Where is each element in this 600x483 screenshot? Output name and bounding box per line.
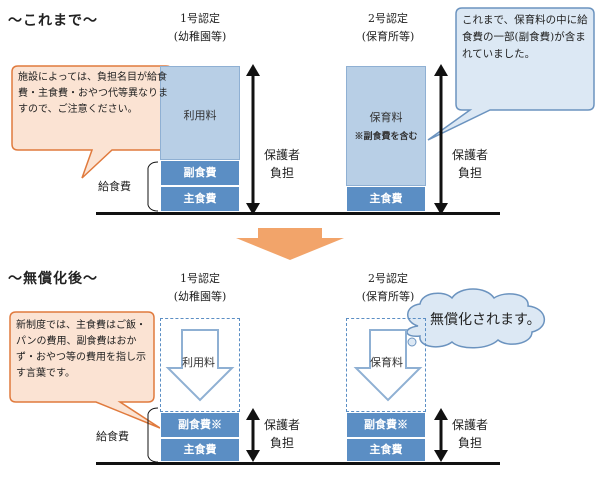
top-col1-usage-label: 利用料 xyxy=(183,109,217,122)
bottom-col1-dashed-box xyxy=(160,318,240,412)
bottom-col1-usage-label: 利用料 xyxy=(182,356,215,369)
bottom-guardian-label-2a: 保護者 xyxy=(452,418,489,432)
bottom-col2-usage-label: 保育料 xyxy=(370,356,403,369)
hollow-arrow-2 xyxy=(353,329,423,402)
bottom-callout-left-text: 新制度では、主食費はご飯・パンの費用、副食費はおかず・おやつ等の費用を指し示す言… xyxy=(16,320,146,379)
transition-arrow xyxy=(236,228,344,260)
cloud-callout-shape xyxy=(406,288,545,349)
bottom-col1-title: 1号認定 xyxy=(180,272,220,285)
callout-left-bottom-shape xyxy=(9,311,161,429)
top-col2-usage-bar: 保育料 ※副食費を含む xyxy=(346,66,426,186)
bottom-guardian-label-2b: 負担 xyxy=(458,436,483,450)
top-col1-side-food: 副食費 xyxy=(160,160,240,186)
bottom-col1-sub: (幼稚園等) xyxy=(173,290,227,303)
top-guardian-label-2a: 保護者 xyxy=(452,148,489,162)
bottom-col2-main-food: 主食費 xyxy=(346,438,426,462)
top-col1-title: 1号認定 xyxy=(180,12,220,25)
top-col1-sub: (幼稚園等) xyxy=(173,30,227,43)
top-callout-left-text: 施設によっては、負担名目が給食費・主食費・おやつ代等異なりますので、ご注意くださ… xyxy=(18,72,168,115)
top-guardian-label-2b: 負担 xyxy=(458,166,483,180)
bottom-col2-title: 2号認定 xyxy=(368,272,408,285)
top-baseline xyxy=(96,212,500,215)
bottom-guardian-label-1b: 負担 xyxy=(270,436,295,450)
top-guardian-label-1a: 保護者 xyxy=(264,148,301,162)
bottom-col1-main-food: 主食費 xyxy=(160,438,240,462)
top-col2-usage-label: 保育料 xyxy=(369,111,403,124)
top-kyushoku-label: 給食費 xyxy=(98,180,131,193)
hollow-arrow-1 xyxy=(165,329,235,402)
bottom-kyushoku-label: 給食費 xyxy=(96,430,129,443)
bottom-guardian-label-1a: 保護者 xyxy=(264,418,301,432)
top-heading: 〜これまで〜 xyxy=(8,13,98,29)
top-col2-note: ※副食費を含む xyxy=(354,132,418,142)
bottom-heading: 〜無償化後〜 xyxy=(8,271,98,287)
bottom-col1-side-food: 副食費※ xyxy=(160,412,240,438)
bottom-col2-sub: (保育所等) xyxy=(361,290,415,303)
top-col2-main-food: 主食費 xyxy=(346,186,426,212)
top-col1-usage-bar: 利用料 xyxy=(160,66,240,160)
bottom-cloud-text: 無償化されます。 xyxy=(430,312,541,328)
top-guardian-label-1b: 負担 xyxy=(270,166,295,180)
top-callout-right-text: これまで、保育料の中に給食費の一部(副食費)が含まれていました。 xyxy=(462,14,588,60)
bottom-col2-dashed-box xyxy=(346,318,426,412)
bottom-baseline xyxy=(96,462,500,465)
bottom-col2-side-food: 副食費※ xyxy=(346,412,426,438)
top-col2-sub: (保育所等) xyxy=(361,30,415,43)
top-col1-main-food: 主食費 xyxy=(160,186,240,212)
top-col2-title: 2号認定 xyxy=(368,12,408,25)
callout-right-shape xyxy=(427,7,595,141)
